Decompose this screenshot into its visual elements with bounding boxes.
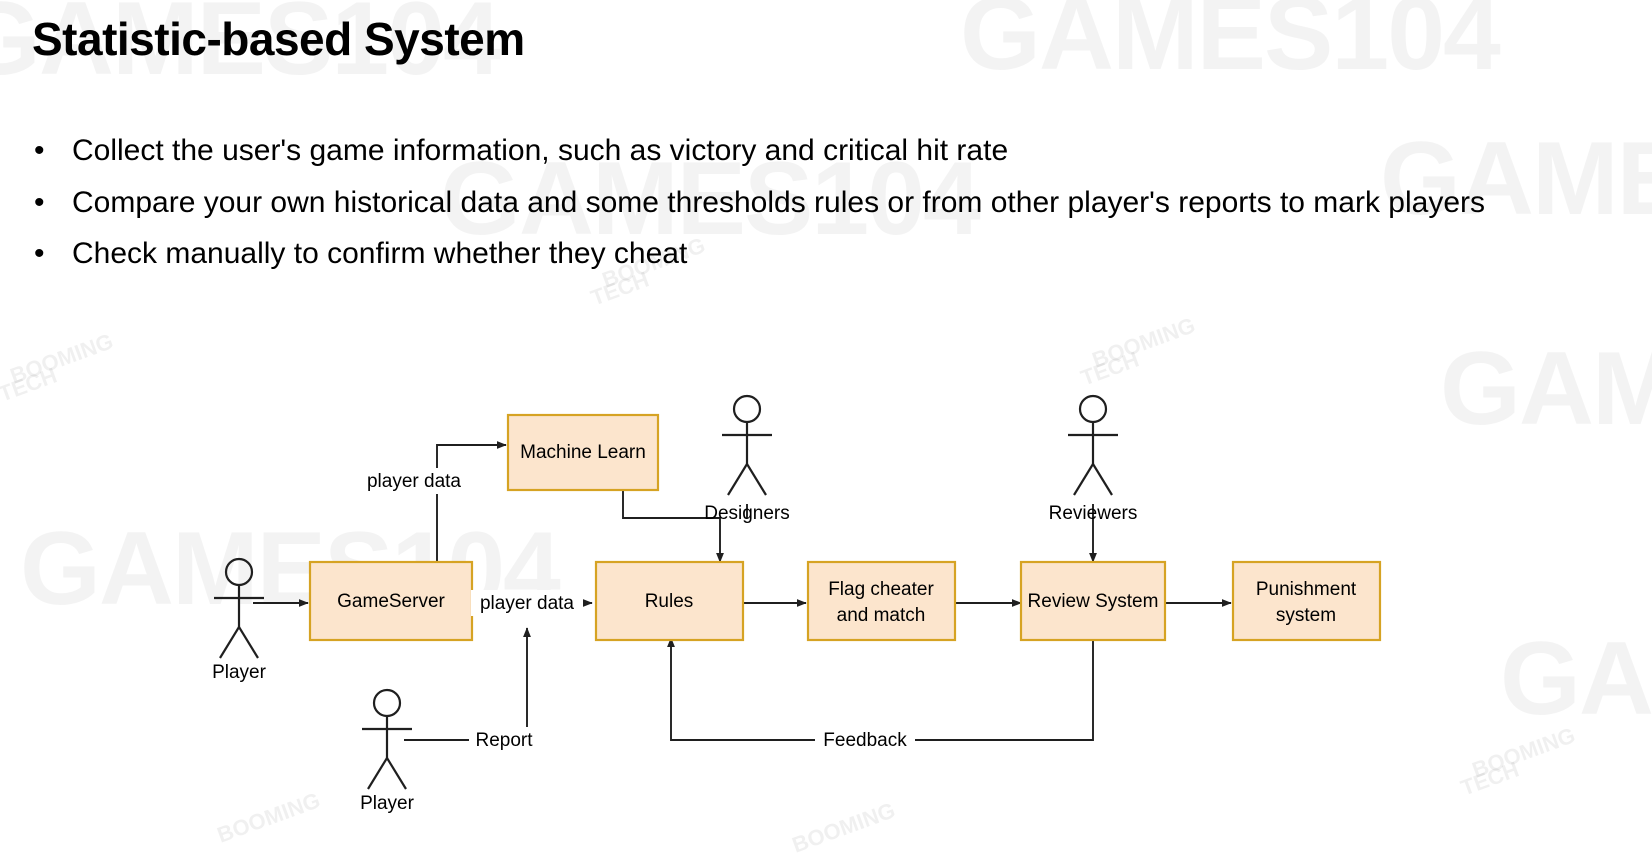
node-label-review-system: Review System (1028, 591, 1159, 612)
edge-label-text: player data (480, 593, 574, 614)
edge-label-report: Report (469, 727, 539, 753)
actor-reviewers[interactable]: Reviewers (1049, 394, 1138, 524)
node-label-machine-learn: Machine Learn (520, 442, 646, 463)
bullet-marker: • (34, 185, 45, 219)
bullet-marker: • (34, 237, 45, 271)
actor-player-top[interactable]: Player (212, 557, 267, 683)
edge-reviewsystem-feedback-to-rules (667, 637, 1094, 741)
page-title: Statistic-based System (32, 13, 525, 65)
node-machine-learn[interactable]: Machine Learn (506, 413, 660, 492)
actor-player-bottom[interactable]: Player (360, 688, 415, 814)
node-punishment-system[interactable]: Punishment system (1231, 560, 1382, 642)
bullet-text: Check manually to confirm whether they c… (72, 237, 688, 271)
actor-designers[interactable]: Designers (704, 394, 790, 524)
bullet-text: Compare your own historical data and som… (72, 185, 1486, 219)
node-label-flag-cheater-line1: Flag cheater (828, 579, 934, 600)
list-item: • Collect the user's game information, s… (34, 128, 1624, 174)
actor-label-designers: Designers (704, 503, 790, 524)
node-label-rules: Rules (645, 591, 694, 612)
edge-label-text: Report (475, 730, 533, 751)
bullet-list: • Collect the user's game information, s… (34, 128, 1624, 283)
node-flag-cheater[interactable]: Flag cheater and match (806, 560, 957, 642)
node-rules[interactable]: Rules (594, 560, 745, 642)
flow-diagram: Machine Learn GameServer Rules Flag chea… (212, 394, 1382, 814)
stick-figure-icon (214, 557, 264, 659)
edge-label-text: player data (367, 471, 461, 492)
stick-figure-icon (362, 688, 412, 790)
list-item: • Compare your own historical data and s… (34, 180, 1624, 226)
node-review-system[interactable]: Review System (1019, 560, 1167, 642)
node-gameserver[interactable]: GameServer (308, 560, 474, 642)
edge-label-player-data-up: player data (358, 468, 470, 494)
edge-label-feedback: Feedback (815, 727, 915, 753)
node-label-punishment-line2: system (1276, 605, 1336, 626)
edge-machinelearn-to-rules (622, 490, 724, 563)
edge-gameserver-to-machinelearn (436, 441, 507, 570)
flow-diagram-container: Machine Learn GameServer Rules Flag chea… (0, 390, 1652, 820)
edge-player-report-to-gameserver-link (404, 627, 531, 741)
node-label-gameserver: GameServer (337, 591, 445, 612)
stick-figure-icon (722, 394, 772, 496)
actor-label-player-top: Player (212, 662, 267, 683)
node-label-flag-cheater-line2: and match (837, 605, 926, 626)
actor-label-reviewers: Reviewers (1049, 503, 1138, 524)
edge-label-player-data-mid: player data (471, 590, 583, 616)
actor-label-player-bottom: Player (360, 793, 415, 814)
bullet-marker: • (34, 134, 45, 167)
node-label-punishment-line1: Punishment (1256, 579, 1357, 600)
stick-figure-icon (1068, 394, 1118, 496)
bullet-text: Collect the user's game information, suc… (72, 134, 1009, 167)
list-item: • Check manually to confirm whether they… (34, 231, 1624, 277)
edge-label-text: Feedback (823, 730, 907, 751)
